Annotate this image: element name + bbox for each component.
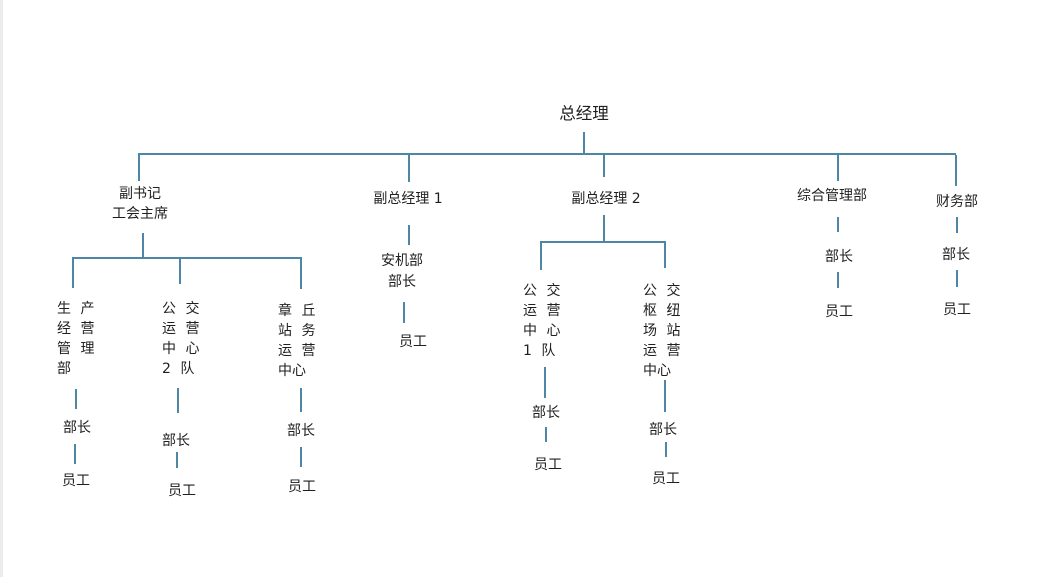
node-finance-dept: 财务部 [936,194,978,210]
node-production-mgmt-staff: 员工 [62,473,90,489]
connector-branch1-stem [142,233,144,258]
connector-top-horizontal [138,153,956,155]
connector-branch1-drop [138,155,140,181]
connector-branch1-child1-staff [74,444,76,464]
connector-branch2-drop [408,155,410,182]
connector-branch1-child2-manager [177,388,179,413]
node-bus-ops-team2-manager: 部长 [162,433,190,449]
connector-root-drop [583,132,585,154]
node-zhangqiu-manager: 部长 [287,423,315,439]
connector-branch1-child1-drop [72,259,74,288]
connector-branch5-manager [956,217,958,233]
node-bus-ops-team1-manager: 部长 [532,405,560,421]
node-general-manager: 总经理 [559,104,609,123]
node-general-admin-manager: 部长 [825,249,853,265]
node-bus-ops-center-team1: 公 交 运 营 中 心 1 队 [523,283,561,359]
connector-branch1-child1-manager [75,389,77,409]
connector-branch3-child1-staff [545,427,547,442]
connector-branch1-horizontal [72,257,302,259]
connector-branch2-stem [408,225,410,245]
connector-branch3-child1-manager [544,367,546,398]
connector-branch3-child2-drop [664,243,666,268]
connector-branch1-child3-staff [300,447,302,467]
node-general-admin-staff: 员工 [825,304,853,320]
node-safety-machinery-dept: 安机部 部长 [381,253,423,290]
node-zhangqiu-staff: 员工 [288,479,316,495]
node-safety-machinery-staff: 员工 [399,334,427,350]
connector-branch3-horizontal [540,241,666,243]
node-zhangqiu-station-ops-center: 章 丘 站 务 运 营 中心 [278,303,316,379]
node-production-mgmt-manager: 部长 [63,420,91,436]
connector-branch5-staff [956,270,958,287]
node-bus-ops-center-team2: 公 交 运 营 中 心 2 队 [162,301,200,377]
connector-branch3-stem [603,215,605,242]
connector-branch3-child2-manager [664,380,666,412]
node-deputy-secretary: 副书记 工会主席 [112,186,168,222]
node-bus-hub-staff: 员工 [652,471,680,487]
node-deputy-gm-1: 副总经理 1 [373,191,443,207]
node-bus-ops-team1-staff: 员工 [534,457,562,473]
connector-branch1-child3-drop [300,259,302,289]
connector-branch1-child2-staff [176,452,178,468]
node-bus-hub-station-ops-center: 公 交 枢 纽 场 站 运 营 中心 [643,283,681,379]
node-general-admin-dept: 综合管理部 [797,188,867,204]
connector-branch3-child1-drop [540,243,542,270]
node-finance-staff: 员工 [943,302,971,318]
connector-branch5-drop [955,155,957,186]
node-bus-ops-team2-staff: 员工 [168,483,196,499]
connector-branch4-manager [837,217,839,232]
connector-branch1-child2-drop [179,259,181,284]
connector-branch4-drop [837,155,839,181]
node-production-mgmt-dept: 生 产 经 营 管 理 部 [57,301,95,377]
connector-branch3-drop [603,155,605,177]
connector-branch2-staff [403,302,405,323]
connector-branch3-child2-staff [665,442,667,457]
node-bus-hub-manager: 部长 [649,422,677,438]
node-deputy-gm-2: 副总经理 2 [571,191,641,207]
page-edge [0,0,3,577]
node-finance-manager: 部长 [942,247,970,263]
connector-branch1-child3-manager [300,388,302,412]
connector-branch4-staff [837,272,839,288]
